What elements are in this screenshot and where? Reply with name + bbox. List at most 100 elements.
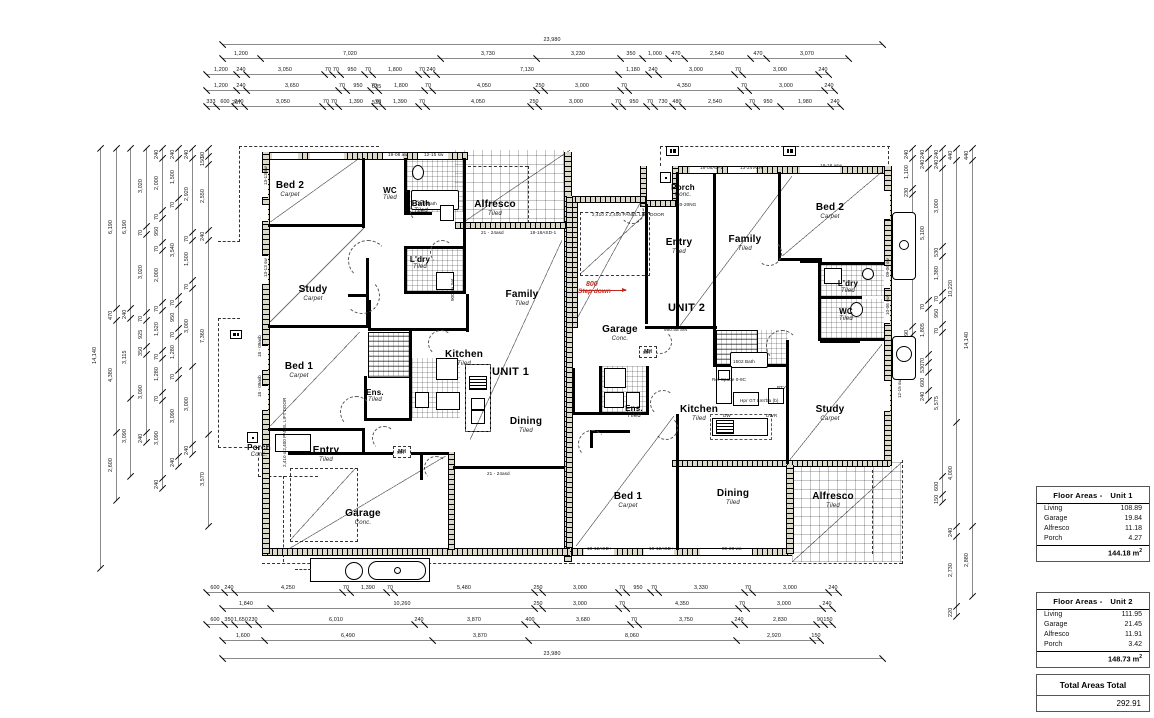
plan-annotation: DW: [723, 413, 731, 418]
dimension-label: 950: [934, 308, 940, 318]
window: [262, 204, 268, 222]
dimension-label: 70: [324, 67, 332, 73]
dimension-label: 950: [154, 226, 160, 236]
dimension-label: 240: [734, 617, 744, 623]
dimension-label: 23,980: [543, 37, 561, 43]
dimension-label: 333: [206, 99, 216, 105]
dimension-label: 350: [626, 51, 636, 57]
dimension-label: 70: [332, 67, 340, 73]
plan-annotation: 2,410 x 2,400 PANEL LIFT DOOR: [592, 212, 665, 217]
dimension-label: 250: [529, 99, 539, 105]
dimension-label: 70: [424, 83, 432, 89]
window: [584, 548, 614, 556]
wall-bed2-east: [362, 158, 365, 228]
dimension-label: 70: [934, 327, 940, 334]
dimension-label: 2,000: [154, 176, 160, 190]
dimension-label: 240: [426, 67, 436, 73]
dimension-label: 70: [330, 99, 338, 105]
plan-annotation: 18 - 09asb: [257, 375, 262, 397]
area-name: Porch: [1044, 534, 1063, 542]
dimension-label: 535: [372, 100, 382, 106]
area-total-unit-exponent: 2: [1139, 548, 1142, 555]
dimension-label: 1,520: [154, 322, 160, 336]
window: [418, 152, 448, 160]
total-areas-title: Total Areas Total: [1037, 675, 1149, 696]
dimension-label: 535: [372, 84, 382, 90]
laundry-tub-1: [436, 272, 454, 290]
wall-study-bed1: [268, 325, 368, 328]
room-name: Dining: [716, 488, 750, 499]
dimension-label: 1,980: [798, 99, 812, 105]
dimension-label: 70: [364, 67, 372, 73]
dimension-label: 2,600: [108, 458, 114, 472]
table-title-unit: Unit 2: [1110, 597, 1133, 606]
dimension-line: [206, 624, 832, 625]
dimension-label: 1,800: [388, 67, 402, 73]
dimension-label: 6,010: [329, 617, 343, 623]
dimension-label: 440: [948, 150, 954, 160]
room-finish: Carpet: [280, 191, 300, 198]
light-symbol: [660, 172, 671, 183]
wall-bed2-south-2: [778, 258, 822, 261]
dimension-label: 3,050: [276, 99, 290, 105]
dimension-label: 70: [920, 303, 926, 310]
room-finish: Tiled: [368, 397, 382, 404]
area-value: 19.84: [1124, 515, 1142, 523]
dimension-label: 3,070: [800, 51, 814, 57]
gpo-symbol: [783, 146, 796, 156]
dimension-label: 4,250: [281, 585, 295, 591]
dimension-label: 3,020: [138, 265, 144, 279]
area-total-unit-exponent: 2: [1139, 654, 1142, 661]
room-name: Porch: [247, 443, 271, 452]
shower-2: [604, 368, 626, 388]
unit1-stair: [368, 332, 412, 378]
wall-wet-area-east: [463, 158, 466, 294]
dimension-label: 6,490: [341, 633, 355, 639]
dimension-label: 240: [828, 585, 838, 591]
unit1-west-wall: [262, 152, 270, 340]
dimension-label: 1,000: [648, 51, 662, 57]
bed1-2-diagonal: [576, 416, 674, 546]
dimension-line: [130, 148, 131, 476]
dimension-line: [116, 148, 117, 500]
dimension-label: 1,280: [154, 367, 160, 381]
dimension-label: 1,390: [393, 99, 407, 105]
dimension-label: 70: [386, 585, 394, 591]
study-2-diagonal: [790, 344, 882, 460]
manhole-2: MH: [639, 346, 657, 358]
dimension-label: 4,350: [677, 83, 691, 89]
room-name: Study: [815, 404, 845, 415]
dimension-label: 470: [108, 310, 114, 320]
dimension-label: 600: [210, 617, 220, 623]
area-value: 108.89: [1120, 505, 1142, 513]
dimension-label: 3,000: [573, 601, 587, 607]
room-name: Ens.: [625, 404, 643, 413]
dimension-label: 240: [234, 99, 244, 105]
room-name: Ens.: [366, 388, 384, 397]
room-finish: Tiled: [826, 502, 840, 509]
dimension-label: 240: [904, 149, 910, 159]
door-swing: [410, 200, 432, 222]
dimension-label: 14,140: [92, 346, 98, 364]
plan-annotation: 18-06AD-1: [700, 165, 724, 170]
door-swing: [650, 390, 676, 416]
room-name: Porch: [671, 183, 695, 192]
dimension-label: 3,680: [576, 617, 590, 623]
kitchen-2-island-dash: [710, 414, 772, 440]
dimension-label: 70: [138, 315, 144, 322]
plan-annotation: Hpr GT Lmt'ba (b): [740, 398, 779, 403]
dimension-label: 70: [154, 305, 160, 312]
dimension-label: 70: [934, 295, 940, 302]
washer-2: [824, 268, 842, 284]
dimension-label: 90: [816, 617, 824, 623]
lot-boundary: [218, 447, 258, 448]
unit2-south-wall: [572, 548, 792, 556]
dimension-label: 240: [830, 99, 840, 105]
